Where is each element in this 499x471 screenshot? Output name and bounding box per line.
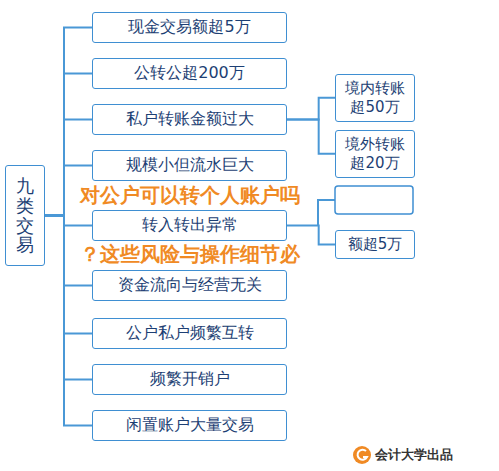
- overlay-text: ？这些风险与操作细节必: [80, 243, 300, 265]
- hidden-box: [335, 186, 413, 214]
- detail-box: 额超5万: [335, 230, 415, 259]
- item-box: 现金交易额超5万: [92, 12, 287, 43]
- item-box: 闲置账户大量交易: [92, 410, 287, 441]
- box-text: 境内转账超50万: [341, 79, 409, 117]
- item-box: 频繁开销户: [92, 364, 287, 395]
- item-box: 私户转账金额过大: [92, 104, 287, 135]
- tree-connector: [287, 225, 335, 244]
- box-text: 公转公超200万: [99, 63, 280, 84]
- box-text: 私户转账金额过大: [99, 109, 280, 130]
- branch-line: [318, 200, 335, 225]
- box-text: 闲置账户大量交易: [99, 415, 280, 436]
- box-text: 九类交易: [16, 176, 34, 255]
- logo-text: 会计大学出品: [375, 447, 453, 463]
- tree-connector: [45, 216, 92, 334]
- tree-connector: [45, 216, 92, 380]
- category-box: 九类交易: [5, 165, 45, 266]
- box-text: 频繁开销户: [99, 369, 280, 390]
- tree-connector: [287, 98, 335, 120]
- tree-connector: [287, 119, 335, 153]
- box-text: 境外转账超20万: [341, 135, 409, 173]
- item-box: 公转公超200万: [92, 58, 287, 89]
- overlay-text: 对公户可以转个人账户吗: [80, 184, 300, 206]
- item-box: 资金流向与经营无关: [92, 270, 287, 301]
- logo-icon: [353, 446, 371, 464]
- item-box: 转入转出异常: [92, 210, 287, 241]
- tree-connector: [45, 216, 92, 226]
- detail-box: 境外转账超20万: [335, 130, 415, 178]
- box-text: 规模小但流水巨大: [99, 155, 280, 176]
- box-text: 公户私户频繁互转: [99, 323, 280, 344]
- item-box: 公户私户频繁互转: [92, 318, 287, 349]
- box-text: 资金流向与经营无关: [99, 275, 280, 296]
- box-text: 转入转出异常: [99, 215, 280, 236]
- detail-box: 境内转账超50万: [335, 74, 415, 122]
- logo-mark: [358, 450, 367, 460]
- box-text: 现金交易额超5万: [99, 17, 280, 38]
- box-text: 额超5万: [341, 235, 409, 254]
- item-box: 规模小但流水巨大: [92, 150, 287, 181]
